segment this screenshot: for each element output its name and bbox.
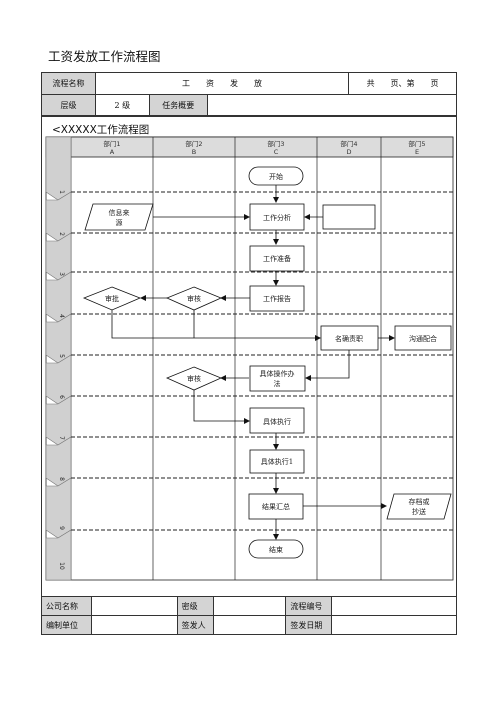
department-name: 部门1 bbox=[103, 139, 120, 148]
secret-level-value bbox=[212, 596, 287, 616]
department-header-4: 部门4 D bbox=[340, 139, 357, 156]
signer-value bbox=[212, 615, 287, 635]
department-header-1: 部门1 A bbox=[103, 139, 120, 156]
department-name: 部门4 bbox=[340, 139, 357, 148]
node-review: 审核 bbox=[165, 286, 223, 311]
node-label: 沟通配合 bbox=[409, 334, 437, 343]
node-label: 具体操作办 bbox=[260, 369, 295, 378]
task-overview-label: 任务概要 bbox=[148, 94, 208, 117]
stage-label: 6 bbox=[58, 395, 65, 399]
stage-label: 9 bbox=[58, 526, 65, 530]
node-label: 具体执行 bbox=[263, 417, 291, 426]
node-label: 具体执行1 bbox=[261, 457, 293, 466]
node-info-source: 信息来 源 bbox=[84, 203, 154, 231]
sign-date-label: 签发日期 bbox=[285, 615, 333, 635]
node-approve: 审批 bbox=[82, 286, 142, 311]
stage-labels: 1 2 3 4 5 6 7 8 9 10 bbox=[58, 190, 65, 570]
node-label: 审核 bbox=[187, 374, 201, 383]
stage-label: 10 bbox=[58, 562, 65, 570]
department-name: 部门5 bbox=[408, 139, 425, 148]
node-label: 开始 bbox=[269, 172, 283, 181]
node-label: 审核 bbox=[187, 294, 201, 303]
node-label: 工作准备 bbox=[263, 254, 291, 263]
department-name: 部门2 bbox=[185, 139, 202, 148]
process-header-table: 流程名称 工 资 发 放 共 页、第 页 层级 2 级 任务概要 bbox=[41, 72, 458, 117]
node-archive: 存档或 抄送 bbox=[386, 493, 452, 520]
node-end: 结束 bbox=[248, 539, 304, 559]
chart-title: <XXXXX工作流程图 bbox=[52, 124, 150, 136]
node-label: 工作报告 bbox=[263, 294, 291, 303]
department-code: E bbox=[415, 148, 419, 156]
department-header-5: 部门5 E bbox=[408, 139, 425, 156]
page-title: 工资发放工作流程图 bbox=[48, 49, 161, 64]
department-header-2: 部门2 B bbox=[185, 139, 202, 156]
node-execute-1: 具体执行1 bbox=[249, 449, 305, 474]
node-label: 审批 bbox=[105, 294, 119, 303]
department-code: A bbox=[110, 148, 115, 156]
node-label: 工作分析 bbox=[263, 213, 291, 222]
department-code: D bbox=[346, 148, 351, 156]
task-overview-value bbox=[206, 94, 458, 117]
department-name: 部门3 bbox=[267, 139, 284, 148]
lane-verticals bbox=[70, 137, 382, 580]
stage-label: 8 bbox=[58, 477, 65, 481]
secret-level-label: 密级 bbox=[176, 596, 214, 616]
compiling-unit-value bbox=[90, 615, 178, 635]
compiling-unit-label: 编制单位 bbox=[41, 615, 92, 635]
company-name-value bbox=[90, 596, 178, 616]
connectors bbox=[111, 185, 395, 540]
department-code: C bbox=[274, 148, 279, 156]
sign-date-value bbox=[331, 615, 457, 635]
process-name-label: 流程名称 bbox=[41, 72, 96, 95]
node-label: 结束 bbox=[269, 545, 283, 554]
department-code: B bbox=[192, 148, 196, 156]
level-label: 层级 bbox=[41, 94, 96, 117]
process-number-value bbox=[331, 596, 457, 616]
node-start: 开始 bbox=[248, 166, 304, 186]
node-label: 名确责职 bbox=[335, 334, 363, 343]
node-job-analysis: 工作分析 bbox=[249, 203, 305, 231]
node-label: 源 bbox=[116, 218, 123, 227]
node-review-2: 审核 bbox=[165, 366, 223, 391]
node-label: 结果汇总 bbox=[262, 502, 290, 511]
node-execute: 具体执行 bbox=[249, 407, 305, 434]
node-job-report: 工作报告 bbox=[249, 285, 305, 312]
node-label: 抄送 bbox=[412, 507, 426, 516]
stage-label: 5 bbox=[58, 354, 65, 358]
stage-separators bbox=[71, 191, 453, 531]
stage-label: 4 bbox=[58, 314, 65, 318]
node-clarify-duty: 名确责职 bbox=[320, 325, 379, 351]
node-procedure: 具体操作办 法 bbox=[249, 365, 306, 392]
stage-column bbox=[45, 136, 72, 581]
footer-table: 公司名称 密级 流程编号 编制单位 签发人 签发日期 bbox=[41, 596, 457, 635]
stage-label: 7 bbox=[58, 436, 65, 440]
stage-label: 2 bbox=[58, 232, 65, 236]
signer-label: 签发人 bbox=[176, 615, 214, 635]
stage-label: 1 bbox=[58, 190, 65, 194]
node-communicate: 沟通配合 bbox=[394, 325, 452, 351]
process-number-label: 流程编号 bbox=[285, 596, 333, 616]
node-label: 存档或 bbox=[409, 497, 430, 506]
node-dept4-blank bbox=[322, 204, 376, 230]
department-header-3: 部门3 C bbox=[267, 139, 284, 156]
company-name-label: 公司名称 bbox=[41, 596, 92, 616]
node-job-prep: 工作准备 bbox=[249, 245, 305, 272]
node-label: 信息来 bbox=[109, 208, 130, 217]
node-label: 法 bbox=[274, 379, 281, 388]
stage-label: 3 bbox=[58, 272, 65, 276]
node-summary: 结果汇总 bbox=[248, 493, 304, 520]
